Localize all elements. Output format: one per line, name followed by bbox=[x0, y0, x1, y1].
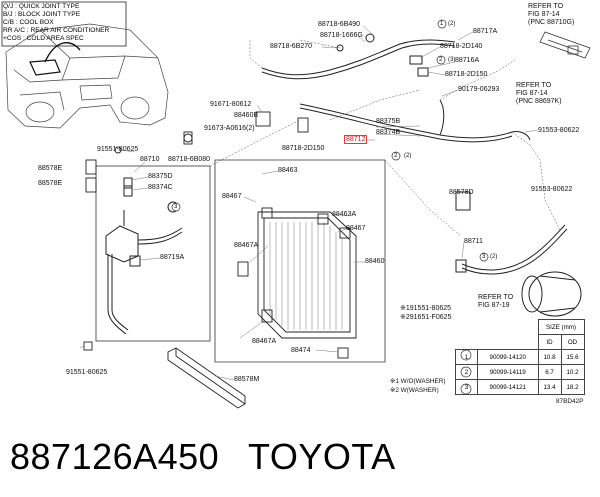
part-label[interactable]: 88718-6B080 bbox=[168, 156, 211, 163]
legend-frame bbox=[1, 1, 127, 47]
part-label[interactable]: 88716A bbox=[455, 57, 480, 64]
size-row-part[interactable]: 90099-14120 bbox=[477, 349, 539, 365]
part-label[interactable]: 88374B bbox=[376, 129, 401, 136]
part-label[interactable]: 91673-A0616(2) bbox=[204, 125, 255, 132]
diagram-code: 87BD42P bbox=[556, 398, 584, 405]
legend-row-cos: +COS : COLD AREA SPEC bbox=[3, 35, 84, 42]
part-label[interactable]: 88718-6B270 bbox=[270, 43, 313, 50]
part-label[interactable]: 88467A bbox=[234, 242, 259, 249]
callout-qty: (2) bbox=[404, 153, 412, 159]
condenser-frame bbox=[214, 159, 386, 363]
part-label[interactable]: 88460B bbox=[234, 112, 259, 119]
note-washer-1: ※1 W/O(WASHER) bbox=[390, 378, 446, 385]
part-label[interactable]: 88719A bbox=[160, 254, 185, 261]
part-label[interactable]: 88467 bbox=[222, 193, 242, 200]
legend-row-qj: Q/J : QUICK JOINT TYPE bbox=[3, 3, 80, 10]
suction-pipe bbox=[299, 99, 531, 143]
callout-qty: (2) bbox=[490, 254, 498, 260]
callout-qty: (3) bbox=[448, 57, 456, 63]
table-row: 2 90099-14119 6.7 10.2 bbox=[455, 364, 585, 380]
size-row-part[interactable]: 90099-14119 bbox=[477, 364, 539, 380]
part-label[interactable]: ※191551-80625 bbox=[400, 305, 452, 312]
cool-box-piping bbox=[95, 165, 211, 342]
callout-number: 3 bbox=[174, 204, 178, 210]
brand-name: TOYOTA bbox=[248, 436, 396, 477]
legend-row-cb: C/B : COOL BOX bbox=[3, 19, 54, 26]
legend-row-rrac: RR A/C : REAR AIR CONDITIONER bbox=[3, 27, 110, 34]
callout-qty: (2) bbox=[448, 21, 456, 27]
part-label[interactable]: 88375B bbox=[376, 118, 401, 125]
part-label[interactable]: ※291651-F0625 bbox=[400, 314, 452, 321]
note-washer-2: ※2 W(WASHER) bbox=[390, 387, 439, 394]
part-label[interactable]: 91551-80625 bbox=[66, 369, 108, 376]
part-label[interactable]: 88710 bbox=[140, 156, 160, 163]
part-label[interactable]: 88467 bbox=[346, 225, 366, 232]
part-label[interactable]: 91551-80625 bbox=[97, 146, 139, 153]
part-label[interactable]: 88711 bbox=[464, 238, 483, 245]
size-table: SIZE (mm) ID OD 1 90099-14120 10.8 15.6 … bbox=[455, 319, 585, 395]
part-label[interactable]: 91553-80622 bbox=[531, 186, 573, 193]
compressor bbox=[455, 191, 582, 317]
leader-lines bbox=[209, 39, 561, 236]
part-label-highlighted[interactable]: 88712 bbox=[344, 135, 368, 144]
callout-number: 1 bbox=[440, 21, 444, 27]
size-col-od: OD bbox=[560, 334, 585, 350]
part-label[interactable]: 88474 bbox=[291, 347, 311, 354]
part-label[interactable]: 88718-2D150 bbox=[445, 71, 488, 78]
size-row-part[interactable]: 90099-14121 bbox=[477, 379, 539, 395]
callout-number: 2 bbox=[439, 57, 443, 63]
part-label[interactable]: 88463 bbox=[278, 167, 298, 174]
part-label[interactable]: 88460 bbox=[365, 258, 385, 265]
callout-circles bbox=[171, 19, 489, 262]
part-label[interactable]: 91671-80612 bbox=[210, 101, 252, 108]
part-label[interactable]: 88374C bbox=[148, 184, 173, 191]
size-col-id: ID bbox=[537, 334, 562, 350]
part-label[interactable]: 88578D bbox=[449, 189, 474, 196]
part-label[interactable]: 88578E bbox=[38, 165, 63, 172]
part-label[interactable]: 88578M bbox=[234, 376, 260, 383]
part-label[interactable]: 88578E bbox=[38, 180, 63, 187]
part-label[interactable]: 88718-2D150 bbox=[282, 145, 325, 152]
part-label[interactable]: 88718-6B490 bbox=[318, 21, 361, 28]
small-parts bbox=[83, 159, 97, 351]
table-row: 1 90099-14120 10.8 15.6 bbox=[455, 349, 585, 365]
part-label[interactable]: 91553-80622 bbox=[538, 127, 580, 134]
refer-part-1 bbox=[539, 31, 591, 59]
size-table-header: SIZE (mm) bbox=[537, 319, 585, 335]
callout-number: 3 bbox=[482, 254, 486, 260]
callout-number: 2 bbox=[394, 153, 398, 159]
part-label[interactable]: 88717A bbox=[473, 28, 498, 35]
vehicle-icon bbox=[5, 23, 169, 129]
part-label[interactable]: 88467A bbox=[252, 338, 277, 345]
legend-row-bj: B/J : BLOCK JOINT TYPE bbox=[3, 11, 81, 18]
part-label[interactable]: 88718-1666G bbox=[320, 32, 363, 39]
table-row: 3 90099-14121 13.4 18.2 bbox=[455, 379, 585, 395]
part-label[interactable]: 88375D bbox=[148, 173, 173, 180]
part-label[interactable]: 90179-06293 bbox=[458, 86, 500, 93]
condenser bbox=[237, 207, 357, 359]
bracket-88578M bbox=[167, 347, 246, 409]
part-label[interactable]: 88718-2D140 bbox=[440, 43, 483, 50]
part-label[interactable]: 88463A bbox=[332, 211, 357, 218]
part-number: 887126A450 bbox=[10, 436, 220, 477]
discharge-hose bbox=[261, 33, 456, 80]
